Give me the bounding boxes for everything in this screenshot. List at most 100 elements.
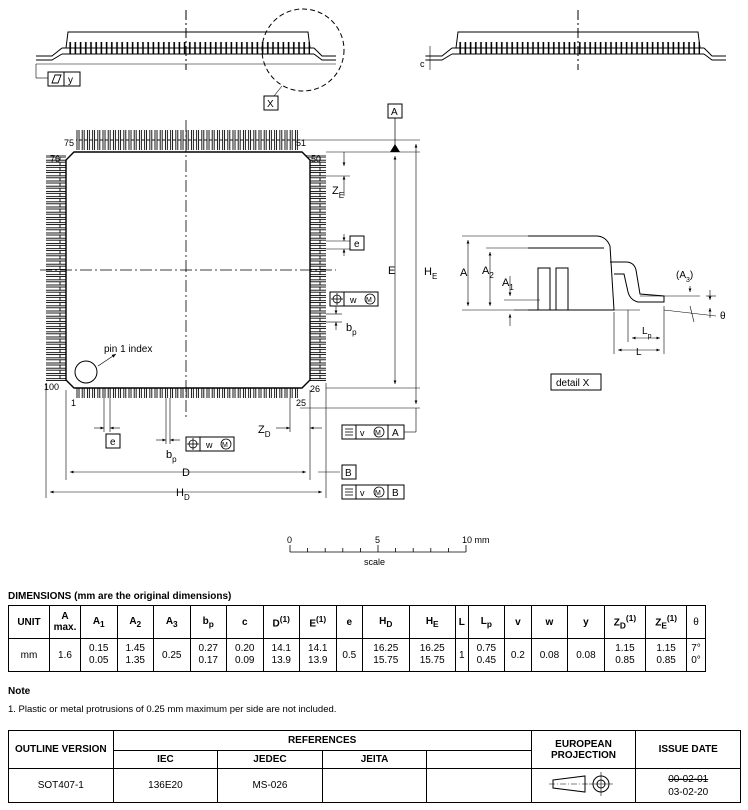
references-table: OUTLINE VERSION REFERENCES EUROPEAN PROJ… [8, 730, 741, 803]
top-view [40, 120, 336, 420]
header-hd: HD [362, 605, 410, 639]
scale-bar [289, 545, 467, 553]
pin-50-label: 50 [311, 154, 321, 164]
references-header: REFERENCES [112, 730, 532, 751]
datum-b: B [341, 464, 357, 480]
pin1-index-label: pin 1 index [104, 344, 152, 355]
iec-header: IEC [112, 750, 219, 769]
bp-label-bottom: bp [166, 449, 177, 464]
outline-version-value: SOT407-1 [8, 768, 114, 803]
svg-text:X: X [267, 99, 274, 110]
svg-text:e: e [354, 239, 360, 250]
bp-label-right: bp [346, 322, 357, 337]
projection-icon [548, 772, 613, 796]
zd-label: ZD [258, 424, 271, 439]
header-l: L [454, 605, 469, 639]
jedec-header: JEDEC [217, 750, 323, 769]
header-zd: ZD(1) [603, 605, 647, 639]
pin-75-label: 75 [64, 138, 74, 148]
header-bp: bp [189, 605, 227, 639]
L-label: L [636, 347, 642, 358]
e-frame-bottom: e [105, 433, 121, 449]
pin-51-label: 51 [296, 138, 306, 148]
header-a1: A1 [80, 605, 118, 639]
issue-date-current: 03-02-20 [668, 786, 709, 798]
svg-text:M: M [375, 490, 381, 497]
cell-w: 0.08 [530, 638, 569, 672]
header-d: D(1) [262, 605, 300, 639]
cell-theta: 7°0° [686, 638, 706, 672]
svg-text:w: w [349, 295, 357, 305]
cell-v: 0.2 [504, 638, 532, 672]
header-e: e [335, 605, 364, 639]
cell-a3: 0.25 [153, 638, 191, 672]
iec-value: 136E20 [112, 768, 219, 803]
european-projection-symbol [530, 768, 637, 803]
scale-tick-10: 10 mm [462, 535, 490, 545]
header-theta: θ [686, 605, 706, 639]
scale-tick-5: 5 [375, 535, 380, 545]
dimensions-title: DIMENSIONS (mm are the original dimensio… [8, 591, 232, 602]
issue-date-value: 00-02-01 03-02-20 [635, 768, 741, 803]
jeita-value [321, 768, 428, 803]
pin-1-label: 1 [71, 398, 76, 408]
cell-l: 1 [454, 638, 469, 672]
HE-label: HE [424, 266, 437, 281]
svg-text:y: y [68, 75, 73, 86]
svg-text:v: v [360, 488, 365, 498]
svg-text:A: A [391, 107, 398, 118]
header-e-upper: E(1) [299, 605, 337, 639]
cell-unit: mm [8, 638, 50, 672]
cell-a-max: 1.6 [49, 638, 81, 672]
outline-version-header: OUTLINE VERSION [8, 730, 114, 769]
A2-label: A2 [482, 265, 494, 280]
theta-label: θ [720, 311, 726, 322]
european-projection-header: EUROPEAN PROJECTION [530, 730, 637, 769]
Lp-label: Lp [642, 326, 652, 340]
side-view-left [35, 8, 345, 97]
profile-tolerance-frame-a: v M A [341, 424, 405, 440]
header-he: HE [408, 605, 456, 639]
D-label: D [182, 467, 190, 479]
detail-x-caption: detail X [550, 373, 602, 391]
pin-76-label: 76 [50, 154, 60, 164]
package-outline-drawing: y X c 75 51 76 50 100 1 26 25 pin 1 [35, 8, 726, 567]
header-a3: A3 [153, 605, 191, 639]
scale-caption: scale [364, 557, 385, 567]
svg-text:e: e [110, 437, 116, 448]
ze-label: ZE [332, 185, 344, 200]
flatness-tolerance-frame: y [47, 71, 81, 87]
note-heading: Note [8, 686, 31, 697]
header-a2: A2 [116, 605, 154, 639]
header-ze: ZE(1) [645, 605, 688, 639]
issue-date-header: ISSUE DATE [635, 730, 741, 769]
pin-26-label: 26 [310, 384, 320, 394]
header-c: c [226, 605, 264, 639]
jedec-value: MS-026 [217, 768, 323, 803]
position-tolerance-frame-right: w M [329, 291, 379, 307]
header-w: w [530, 605, 569, 639]
detail-x-drawing [462, 235, 717, 354]
A3-label: (A3) [676, 270, 693, 284]
profile-tolerance-frame-b: v M B [341, 484, 405, 500]
cell-y: 0.08 [567, 638, 605, 672]
header-unit: UNIT [8, 605, 50, 639]
svg-text:detail X: detail X [556, 378, 590, 389]
position-tolerance-frame-bottom: w M [185, 436, 235, 452]
detail-x-reference: X [263, 95, 279, 111]
cell-e: 0.5 [335, 638, 364, 672]
dimension-lines-right [300, 139, 420, 409]
e-frame-right: e [349, 235, 365, 251]
header-v: v [504, 605, 532, 639]
svg-text:w: w [205, 440, 213, 450]
svg-text:B: B [345, 468, 352, 479]
spare-value [426, 768, 532, 803]
